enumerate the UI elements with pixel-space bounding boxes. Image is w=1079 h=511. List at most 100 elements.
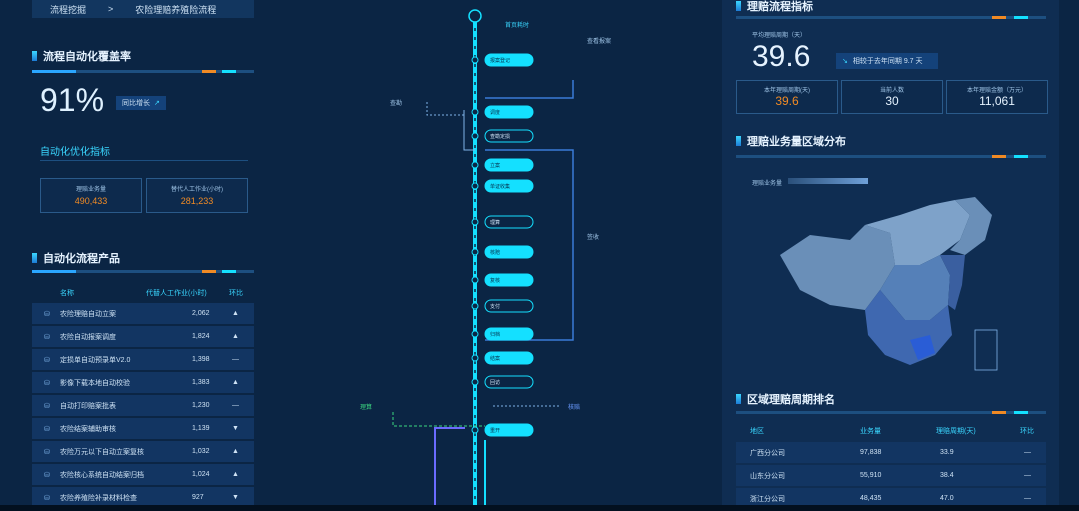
- title-underline-cyan: [222, 270, 236, 273]
- flow-node-dot: [471, 161, 479, 169]
- title-marker: [736, 136, 741, 146]
- ranking-cycle: 47.0: [940, 495, 954, 502]
- compare-badge: ↘相较于去年同期 9.7 天: [836, 53, 938, 69]
- flow-node-dot: [471, 182, 479, 190]
- ranking-title-text: 区域理赔周期排名: [747, 394, 835, 406]
- flow-node[interactable]: 支付: [471, 299, 534, 313]
- product-name: 农险养殖险补录材料检查: [60, 494, 137, 502]
- product-name: 自动打印赔案批表: [60, 402, 116, 410]
- flow-node-pill: [484, 351, 534, 365]
- flow-node-label: 理算: [490, 219, 500, 226]
- title-underline: [736, 155, 1046, 158]
- start-node: [468, 9, 482, 23]
- product-icon: ⛁: [44, 310, 50, 318]
- stat-value: 39.6: [775, 94, 799, 108]
- bottom-scrollbar[interactable]: [0, 505, 1079, 511]
- product-icon: ⛁: [44, 333, 50, 341]
- branch-line: [463, 110, 475, 151]
- coverage-title: 流程自动化覆盖率: [32, 48, 131, 64]
- ranking-trend: —: [1024, 495, 1031, 502]
- flow-node-label: 归档: [490, 331, 500, 338]
- title-underline: [32, 70, 254, 73]
- ranking-region: 浙江分公司: [750, 495, 785, 503]
- flow-node[interactable]: 立案: [471, 158, 534, 172]
- purple-branch: [434, 427, 465, 511]
- flow-node-label: 核赔: [490, 249, 500, 256]
- product-hours: 1,024: [192, 471, 210, 478]
- product-trend: ▼: [232, 425, 239, 432]
- product-trend: ▲: [232, 448, 239, 455]
- title-underline-orange: [992, 16, 1006, 19]
- col-trend: 环比: [229, 290, 243, 297]
- col-hours: 代替人工作业(小时): [146, 290, 207, 297]
- kpi-value: 281,233: [180, 196, 214, 206]
- compare-text: 相较于去年同期 9.7 天: [852, 58, 923, 65]
- product-name: 农险理赔自动立案: [60, 310, 116, 318]
- flow-node[interactable]: 单证收集: [471, 179, 534, 193]
- product-trend: ▲: [232, 379, 239, 386]
- product-icon: ⛁: [44, 356, 50, 364]
- flow-node[interactable]: 报案登记: [471, 53, 534, 67]
- flow-node-pill: [484, 215, 534, 229]
- south-sea-inset: [974, 329, 998, 371]
- flow-node[interactable]: 重开: [471, 423, 534, 437]
- title-underline-orange: [202, 270, 216, 273]
- flow-node[interactable]: 复核: [471, 273, 534, 287]
- flow-node-pill: [484, 158, 534, 172]
- kpi-card-volume: 理赔业务量 490,433: [40, 178, 142, 213]
- product-name: 农险自动报案调度: [60, 333, 116, 341]
- breadcrumb-current[interactable]: 农险理赔养殖险流程: [135, 4, 217, 15]
- title-underline-accent: [32, 270, 76, 273]
- claim-stat-card: 本年理赔周期(天)39.6: [736, 80, 838, 114]
- flow-node-label: 复核: [490, 277, 500, 284]
- legend-label: 理赔业务量: [752, 181, 783, 187]
- flow-node-pill: [484, 53, 534, 67]
- product-trend: —: [232, 356, 239, 363]
- flow-node[interactable]: 理算: [471, 215, 534, 229]
- flow-label: 查勘: [390, 101, 403, 107]
- stat-value: 30: [885, 94, 899, 108]
- flow-node-dot: [471, 330, 479, 338]
- flow-node[interactable]: 结案: [471, 351, 534, 365]
- product-name: 农险万元以下自动立案复核: [60, 448, 144, 456]
- flow-node[interactable]: 核赔: [471, 245, 534, 259]
- product-name: 农险核心系统自动结案归档: [60, 471, 144, 479]
- product-name: 定损单自动预录单V2.0: [60, 356, 131, 364]
- ranking-trend: —: [1024, 472, 1031, 479]
- flow-node[interactable]: 回访: [471, 375, 534, 389]
- china-map[interactable]: [770, 195, 1010, 385]
- product-hours: 927: [192, 494, 204, 501]
- flow-node[interactable]: 归档: [471, 327, 534, 341]
- breadcrumb-root[interactable]: 流程挖掘: [50, 4, 87, 15]
- coverage-value: 91%: [40, 82, 105, 118]
- branch-line: [485, 80, 574, 99]
- dotted-branch: [426, 102, 464, 116]
- product-icon: ⛁: [44, 494, 50, 502]
- flow-node-label: 重开: [490, 427, 500, 434]
- product-name: 影像下载本地自动校验: [60, 379, 130, 387]
- flow-node-pill: [484, 273, 534, 287]
- flow-node-pill: [484, 299, 534, 313]
- product-hours: 1,383: [192, 379, 210, 386]
- coverage-title-text: 流程自动化覆盖率: [43, 51, 131, 63]
- product-hours: 2,062: [192, 310, 210, 317]
- flow-node[interactable]: 查勘定损: [471, 129, 534, 143]
- stat-label: 本年理赔周期(天): [764, 88, 810, 94]
- flow-node-pill: [484, 245, 534, 259]
- breadcrumb: 流程挖掘 > 农险理赔养殖险流程: [32, 0, 254, 18]
- flow-node[interactable]: 调度: [471, 105, 534, 119]
- trend-badge[interactable]: 同比增长 ↗: [116, 96, 166, 110]
- title-underline: [736, 16, 1046, 19]
